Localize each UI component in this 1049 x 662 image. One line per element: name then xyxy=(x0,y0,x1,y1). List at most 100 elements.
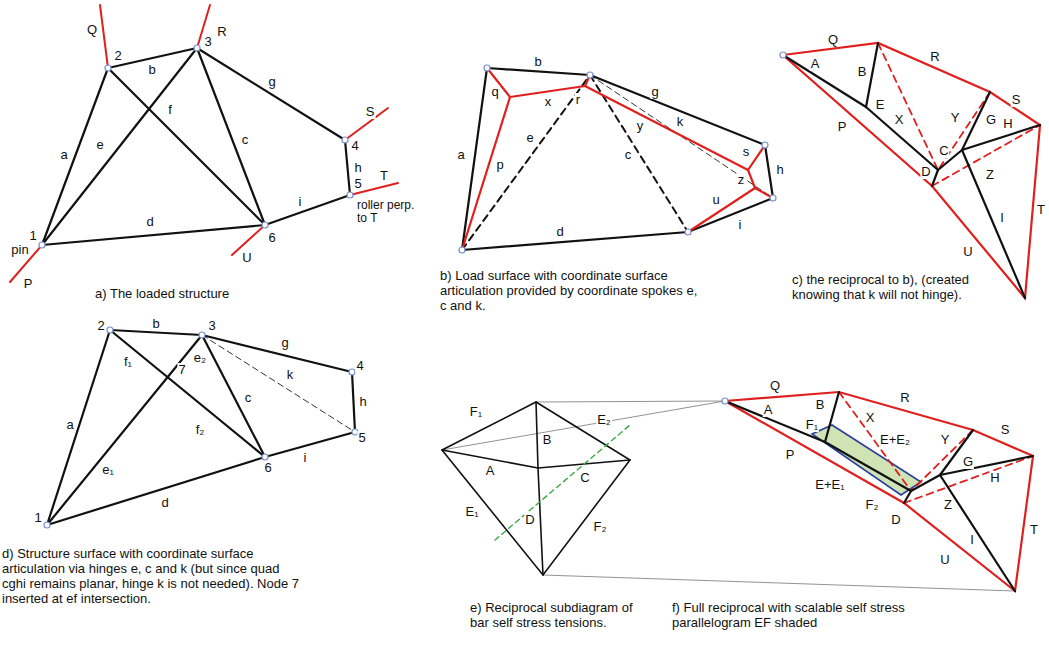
member-label: Z xyxy=(943,498,953,512)
member-label: 6 xyxy=(263,461,272,475)
member-label: h xyxy=(358,395,367,409)
member-label: E₂ xyxy=(596,413,612,427)
member-label: d xyxy=(160,496,169,510)
member-label: 3 xyxy=(203,35,212,49)
member-label: T xyxy=(1036,203,1046,217)
member-label: a xyxy=(456,148,465,162)
member-label: 4 xyxy=(350,139,359,153)
member-label: Y xyxy=(940,433,951,447)
member-label: P xyxy=(785,448,796,462)
member-label: 5 xyxy=(357,431,366,445)
member-label: S xyxy=(1000,423,1011,437)
member-label: Q xyxy=(827,33,839,47)
member-label: E+E₁ xyxy=(814,478,845,492)
member-label: s xyxy=(742,145,751,159)
support-note: roller perp. to T xyxy=(356,199,426,225)
member-label: k xyxy=(676,115,685,129)
panel-caption: a) The loaded structure xyxy=(95,286,325,301)
member-label: D xyxy=(920,165,931,179)
member-label: S xyxy=(1011,93,1022,107)
member-label: Q xyxy=(86,23,98,37)
member-label: A xyxy=(485,464,496,478)
member-label: E xyxy=(875,98,886,112)
panel-caption: b) Load surface with coordinate surface … xyxy=(440,268,705,313)
member-label: Y xyxy=(950,111,961,125)
member-label: i xyxy=(298,195,303,209)
member-label: g xyxy=(267,75,276,89)
member-label: 1 xyxy=(28,229,37,243)
member-label: R xyxy=(929,50,940,64)
member-label: S xyxy=(365,105,376,119)
member-label: 3 xyxy=(207,319,216,333)
member-label: C xyxy=(579,471,590,485)
member-label: A xyxy=(763,403,774,417)
member-label: a xyxy=(65,418,74,432)
member-label: I xyxy=(969,533,975,547)
member-label: X xyxy=(865,411,876,425)
member-label: p xyxy=(495,158,504,172)
member-label: b xyxy=(147,63,156,77)
member-label: u xyxy=(711,193,720,207)
member-label: Q xyxy=(769,379,781,393)
member-label: e xyxy=(95,138,104,152)
member-label: F₂ xyxy=(865,498,880,512)
member-label: pin xyxy=(10,243,29,257)
member-label: x xyxy=(544,95,553,109)
panel-caption: d) Structure surface with coordinate sur… xyxy=(2,546,302,606)
panel-caption: c) the reciprocal to b), (created knowin… xyxy=(792,272,997,302)
member-label: z xyxy=(737,173,746,187)
member-label: b xyxy=(151,317,160,331)
member-label: 7 xyxy=(177,363,186,377)
member-label: k xyxy=(286,368,295,382)
member-label: G xyxy=(985,113,997,127)
member-label: C xyxy=(938,144,949,158)
member-label: R xyxy=(899,391,910,405)
member-label: 4 xyxy=(355,359,364,373)
member-label: c xyxy=(244,391,253,405)
member-label: c xyxy=(624,148,633,162)
member-label: 5 xyxy=(353,177,362,191)
member-label: i xyxy=(738,218,743,232)
member-label: d xyxy=(145,215,154,229)
member-label: 6 xyxy=(267,231,276,245)
member-label: U xyxy=(962,245,973,259)
member-label: g xyxy=(650,85,659,99)
member-label: B xyxy=(542,433,553,447)
member-label: e₂ xyxy=(193,351,207,365)
member-label: F₁ xyxy=(469,405,483,419)
member-label: F₂ xyxy=(593,520,608,534)
member-label: F₁ xyxy=(805,418,819,432)
member-label: E₁ xyxy=(464,505,479,519)
member-label: h xyxy=(775,163,784,177)
member-label: a xyxy=(59,148,68,162)
member-label: c xyxy=(241,133,250,147)
member-label: y xyxy=(636,119,645,133)
member-label: 2 xyxy=(113,49,122,63)
member-label: r xyxy=(575,93,581,107)
panel-caption: e) Reciprocal subdiagram of bar self str… xyxy=(470,600,635,630)
member-label: D xyxy=(524,513,535,527)
member-label: I xyxy=(999,211,1005,225)
member-label: T xyxy=(379,169,389,183)
member-label: H xyxy=(1002,117,1013,131)
member-label: q xyxy=(490,85,499,99)
member-label: G xyxy=(962,455,974,469)
member-label: h xyxy=(353,161,362,175)
member-label: X xyxy=(894,113,905,127)
member-label: b xyxy=(533,55,542,69)
member-label: A xyxy=(810,57,821,71)
member-label: B xyxy=(857,65,868,79)
panel-caption: f) Full reciprocal with scalable self st… xyxy=(672,600,912,630)
member-label: E+E₂ xyxy=(879,433,911,447)
member-label: g xyxy=(280,336,289,350)
member-label: f₂ xyxy=(195,423,206,437)
member-label: R xyxy=(216,25,227,39)
member-label: e₁ xyxy=(101,463,115,477)
member-label: 1 xyxy=(33,511,42,525)
member-label: f₁ xyxy=(123,355,133,369)
member-label: f xyxy=(167,103,173,117)
member-label: U xyxy=(939,553,950,567)
member-label: Z xyxy=(985,168,995,182)
member-label: i xyxy=(303,451,308,465)
